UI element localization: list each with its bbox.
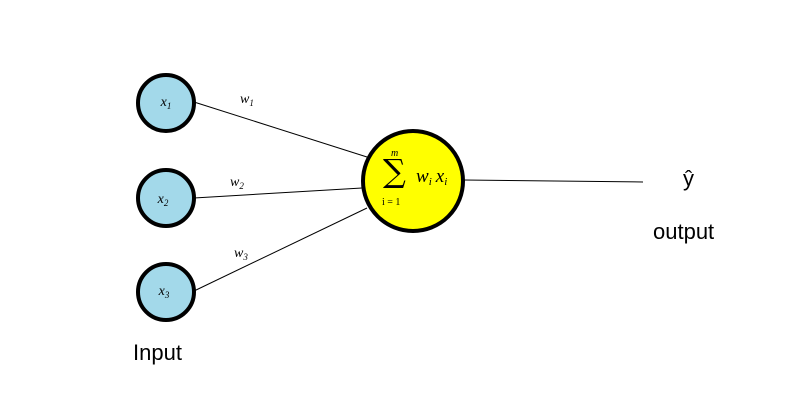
output-label: output [653,219,715,244]
weight-label-w1: w1 [240,92,254,108]
output-symbol: ŷ [683,166,694,191]
summation-node [361,129,465,233]
input-node-x2 [136,168,196,228]
input-node-x1 [136,73,196,133]
input-node-x3 [136,262,196,322]
input-label-x2: x2 [157,192,169,208]
sum-lower-limit: i = 1 [382,197,401,208]
weight-label-w2: w2 [230,175,244,191]
weight-label-w3: w3 [234,246,248,262]
input-label-x1: x1 [160,95,172,111]
edge-x2-to-sum [193,187,363,199]
input-label-x3: x3 [158,284,170,300]
sum-symbol: ∑ [383,152,406,190]
edge-sum-to-output [463,179,644,183]
edge-x3-to-sum [193,207,368,292]
edge-x1-to-sum [193,101,368,158]
input-caption: Input [133,340,182,365]
sum-upper-limit: m [391,148,399,159]
